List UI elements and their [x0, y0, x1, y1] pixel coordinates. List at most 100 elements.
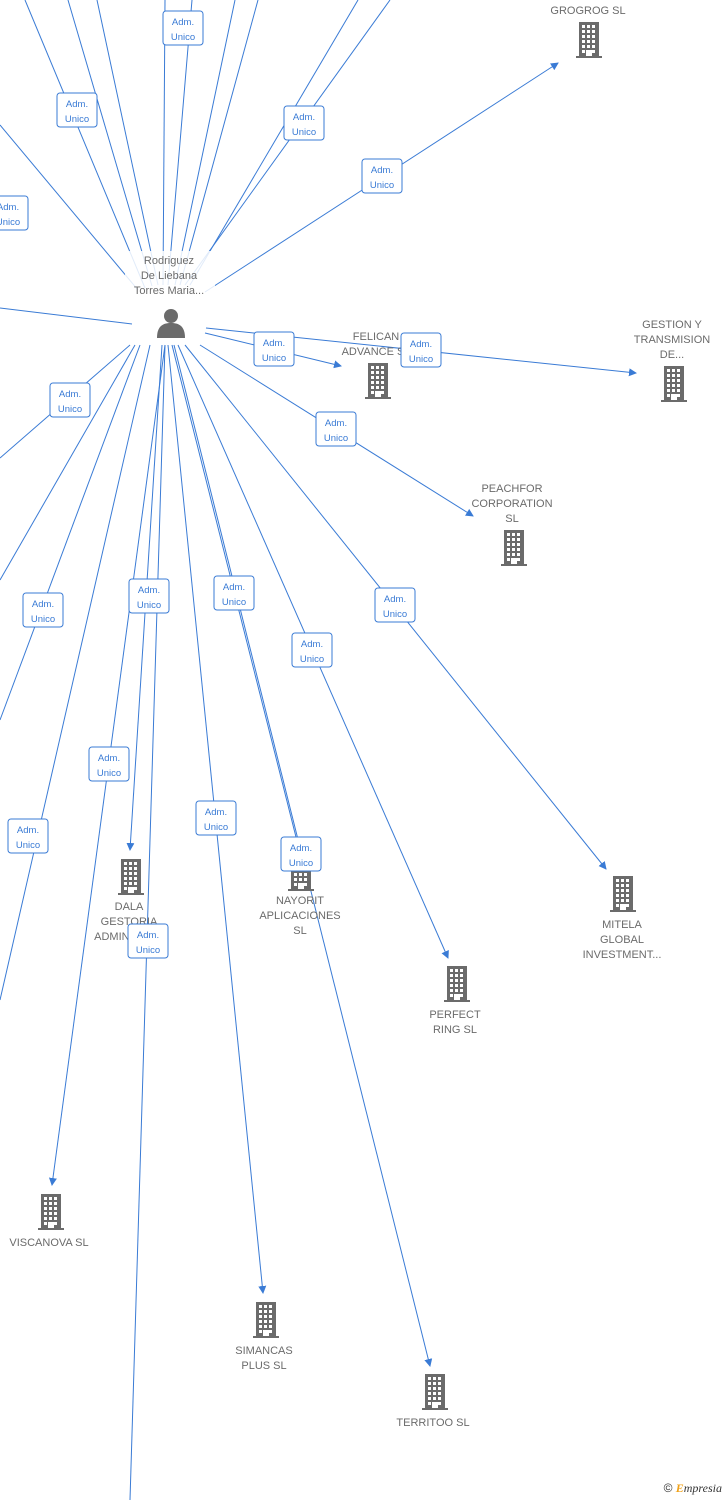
edge-line	[0, 124, 139, 291]
edge-badge-text: Adm.	[137, 930, 159, 941]
company-label-line: DALA	[115, 901, 144, 913]
company-label-line: TRANSMISION	[634, 334, 710, 346]
edge-line	[174, 0, 236, 286]
edge-badge-text: Unico	[58, 404, 82, 415]
company-label-line: RING SL	[433, 1024, 477, 1036]
edge-label-badge: Adm.Unico	[49, 382, 91, 418]
company-label-line: SIMANCAS	[235, 1345, 292, 1357]
company-label-line: CORPORATION	[471, 498, 552, 510]
edge-badge-box	[195, 800, 237, 836]
edge-badge-text: Unico	[16, 840, 40, 851]
building-icon	[610, 876, 636, 912]
edge-line	[167, 0, 193, 286]
company-node-simancas[interactable]: SIMANCAS PLUS SL	[235, 1302, 293, 1372]
edge-line	[0, 344, 136, 581]
edge-label-badge: Adm. Unico	[88, 746, 130, 782]
edge-badge-text: Adm.	[263, 338, 285, 349]
building-icon	[365, 363, 391, 399]
company-label-line: DE...	[660, 349, 684, 361]
edge-line	[162, 0, 166, 286]
edge-label-badge: Adm. Unico	[361, 158, 403, 194]
edge-line	[189, 0, 359, 286]
person-label-line: Rodriguez	[144, 255, 194, 267]
edge-badge-text: Unico	[383, 609, 407, 620]
company-label-line: SL	[505, 513, 518, 525]
edge-badge-box	[291, 632, 333, 668]
edge-line	[24, 0, 146, 289]
edge-badge-box	[213, 575, 255, 611]
edge-badge-box	[374, 587, 416, 623]
company-node-viscanova[interactable]: VISCANOVA SL	[9, 1194, 89, 1249]
company-node-peachfor[interactable]: PEACHFOR CORPORATION SL	[471, 483, 553, 566]
edge-badge-text: Adm.	[301, 639, 323, 650]
edge-badge-text: Adm.	[17, 825, 39, 836]
edge-badge-text: Adm.	[98, 753, 120, 764]
company-node-felican[interactable]: FELICAN ADVANCE SL	[342, 331, 411, 399]
company-label-line: PLUS SL	[241, 1360, 286, 1372]
company-label-line: INVESTMENT...	[583, 949, 662, 961]
company-label-line: SL	[293, 925, 306, 937]
company-label-line: PEACHFOR	[481, 483, 542, 495]
company-label-line: FELICAN	[353, 331, 400, 343]
brand-logo: Empresia	[676, 1481, 722, 1495]
edge-label-badge: Adm.Unico	[374, 587, 416, 623]
edge-label-badge: Adm. Unico	[253, 331, 295, 367]
company-node-perfect[interactable]: PERFECT RING SL	[429, 966, 481, 1036]
edge-badge-text: Unico	[300, 654, 324, 665]
edge-badge-text: Adm.	[290, 843, 312, 854]
person-icon	[157, 309, 185, 338]
company-label-line: ADVANCE SL	[342, 346, 411, 358]
person-label-line: Torres Maria...	[134, 285, 204, 297]
edge-badge-text: Unico	[370, 180, 394, 191]
person-label-background	[125, 251, 215, 300]
edge-badge-box	[315, 411, 357, 447]
edge-badge-text: Unico	[137, 600, 161, 611]
edge-label-badge: Adm.Unico	[162, 10, 204, 46]
edge-badge-text: Adm.	[205, 807, 227, 818]
company-label-line: APLICACIONES	[259, 910, 340, 922]
edge-badge-text: Unico	[31, 614, 55, 625]
company-node-grogrog[interactable]: GROGROG SL	[550, 5, 626, 58]
edge-label-badge: Adm.Unico	[400, 332, 442, 368]
edge-line	[184, 0, 391, 286]
edge-line	[179, 0, 259, 286]
person-label-line: De Liebana	[141, 270, 198, 282]
edge-badge-text: Adm.	[410, 339, 432, 350]
edge-badge-box	[56, 92, 98, 128]
edge-label-badge: Adm.Unico	[280, 836, 322, 872]
edge-badge-box	[0, 195, 29, 231]
company-label-line: PERFECT	[429, 1009, 481, 1021]
edge-label-badge: Adm. Unico	[22, 592, 64, 628]
edge-badge-text: Unico	[262, 353, 286, 364]
edge-line	[0, 344, 151, 1001]
building-icon	[576, 22, 602, 58]
edge-badge-box	[7, 818, 49, 854]
edge-badge-text: Adm.	[32, 599, 54, 610]
edge-label-badge: Adm. Unico	[291, 632, 333, 668]
copyright-footer: © Empresia	[664, 1481, 722, 1496]
building-icon	[444, 966, 470, 1002]
company-node-territoo[interactable]: TERRITOO SL	[396, 1374, 470, 1429]
brand-rest: mpresia	[683, 1481, 722, 1495]
edge-badge-box	[162, 10, 204, 46]
edge-badge-box	[280, 836, 322, 872]
company-label-line: MITELA	[602, 919, 642, 931]
edge-badge-text: Unico	[222, 597, 246, 608]
edge-line	[0, 344, 141, 721]
edge-badge-text: Adm.	[371, 165, 393, 176]
company-label-line: GLOBAL	[600, 934, 644, 946]
edge-badge-text: Unico	[97, 768, 121, 779]
edge-label-badge: Adm.Unico	[315, 411, 357, 447]
edge-badge-box	[49, 382, 91, 418]
building-icon	[501, 530, 527, 566]
edge-badge-text: Unico	[0, 217, 20, 228]
company-node-gestion[interactable]: GESTION YTRANSMISIONDE...	[634, 319, 710, 402]
edge-label-badge: Adm.Unico	[127, 923, 169, 959]
company-node-mitela[interactable]: MITELA GLOBAL INVESTMENT...	[583, 876, 662, 961]
edge-label-badge: Adm.Unico	[128, 578, 170, 614]
edge-line	[67, 0, 153, 287]
edge-badge-text: Adm.	[325, 418, 347, 429]
